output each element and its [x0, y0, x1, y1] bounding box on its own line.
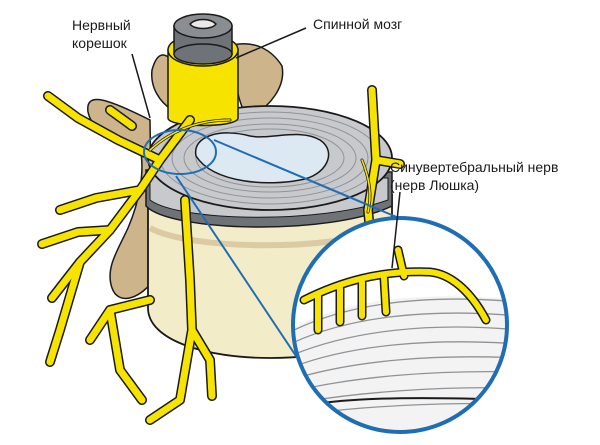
sinuvertebral-label-line1: Синувертебральный нерв [390, 159, 559, 175]
nerve-root-label-line2: корешок [72, 35, 127, 51]
spinal-cord [167, 13, 239, 127]
sinuvertebral-label-line2: (нерв Люшка) [390, 177, 480, 193]
magnified-region-marker [143, 129, 217, 175]
sinuvertebral-nerve-label: Синувертебральный нерв (нерв Люшка) [390, 158, 590, 194]
spinal-cord-label: Спинной мозг [313, 16, 403, 32]
nerve-root-label: Нервный корешок [72, 16, 162, 52]
label-leader-lines [131, 27, 401, 269]
nerve-root-label-line1: Нервный [72, 17, 131, 33]
magnified-detail [291, 216, 509, 434]
